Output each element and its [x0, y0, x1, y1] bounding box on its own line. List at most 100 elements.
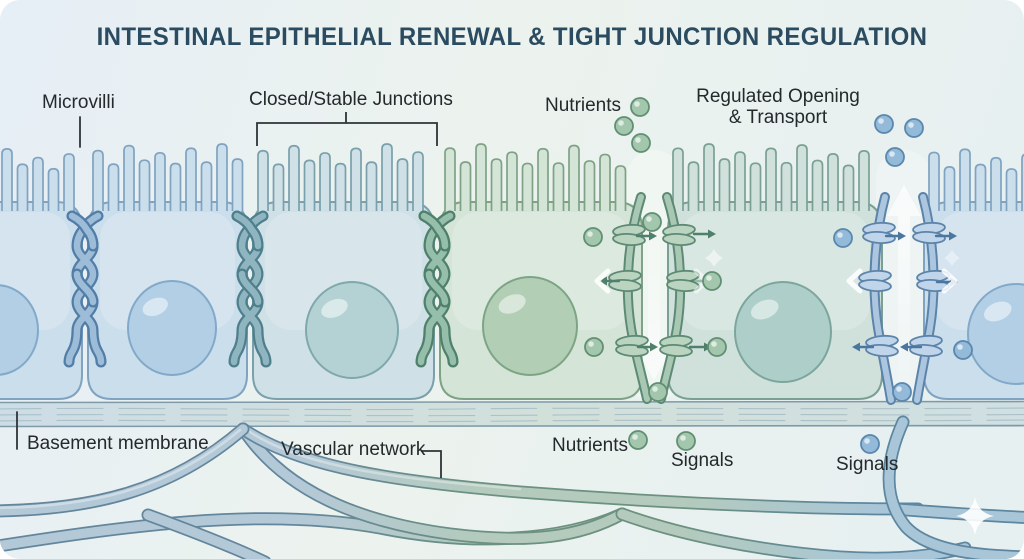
microvillus — [334, 162, 347, 211]
microvillus — [749, 162, 762, 211]
nucleus-highlight — [142, 297, 168, 317]
nucleus — [482, 276, 578, 376]
microvillus — [734, 151, 746, 211]
microvillus — [827, 153, 839, 211]
microvillus — [32, 156, 44, 211]
vessel-highlight — [248, 430, 522, 491]
microvillus — [1005, 168, 1018, 211]
microvillus — [796, 144, 808, 211]
microvilli-brush — [672, 143, 870, 211]
junction-knot — [659, 334, 693, 357]
molecule-dot — [904, 118, 924, 138]
transport-arrow — [636, 342, 658, 352]
label-regulated-line1: Regulated Opening — [696, 86, 860, 107]
transport-arrow — [934, 231, 957, 241]
nucleus-highlight — [498, 294, 526, 314]
microvillus — [568, 144, 580, 211]
microvillus — [92, 149, 104, 211]
microvillus — [583, 160, 596, 211]
microvillus — [780, 161, 793, 211]
microvillus — [614, 165, 627, 211]
transport-arrow — [884, 231, 906, 241]
cell-highlight — [680, 212, 870, 330]
microvillus — [138, 159, 151, 211]
microvilli-brush — [257, 143, 424, 211]
label-signals-left: Signals — [671, 450, 734, 471]
microvillus — [123, 144, 135, 211]
microvillus — [169, 162, 182, 211]
label-regulated-opening: Regulated Opening & Transport — [683, 86, 873, 128]
label-closed-junctions: Closed/Stable Junctions — [249, 89, 453, 110]
junction-knot — [858, 269, 892, 292]
molecule-dot — [874, 114, 894, 134]
glint-chevron — [941, 268, 958, 294]
microvillus — [459, 161, 472, 211]
junction-knot — [912, 221, 946, 244]
microvillus — [396, 158, 409, 211]
tight-junction-braid — [63, 210, 107, 368]
molecule-dot — [885, 147, 905, 167]
microvillus — [444, 147, 456, 211]
epithelial-cell — [0, 148, 83, 400]
microvillus — [412, 151, 424, 211]
sparkle — [705, 249, 723, 267]
microvillus — [381, 143, 393, 211]
nutrient-dot — [628, 430, 648, 450]
label-basement-membrane: Basement membrane — [27, 433, 209, 454]
glint-chevron — [594, 268, 611, 294]
nucleus-highlight — [750, 299, 779, 320]
signal-dot — [676, 431, 696, 451]
microvillus — [490, 158, 503, 211]
microvillus — [475, 143, 487, 211]
label-microvilli: Microvilli — [42, 92, 115, 113]
microvillus — [1, 148, 13, 211]
label-signals-right: Signals — [836, 454, 899, 475]
nutrient-dot — [702, 271, 722, 291]
microvillus — [928, 151, 940, 211]
vascular-network — [0, 415, 1024, 559]
nutrient-dot — [583, 227, 603, 247]
epithelial-cell — [923, 148, 1024, 400]
vessel-right — [888, 502, 1024, 524]
microvillus — [703, 143, 715, 211]
microvillus — [63, 153, 75, 211]
glint-chevron — [846, 268, 863, 294]
nutrient-dot — [642, 212, 662, 232]
molecule-dot — [892, 382, 912, 402]
microvilli-brush — [928, 148, 1024, 211]
epithelial-cell — [252, 143, 435, 400]
microvillus — [185, 147, 197, 211]
nutrient-dot — [648, 382, 668, 402]
microvillus — [288, 144, 300, 211]
microvillus — [257, 149, 269, 211]
label-nutrients-bottom: Nutrients — [552, 435, 629, 456]
microvillus — [959, 148, 971, 211]
epithelial-cell — [667, 143, 883, 400]
label-vascular-network: Vascular network — [281, 439, 426, 460]
molecule-dot — [833, 228, 853, 248]
microvillus — [154, 151, 166, 211]
nutrient-dot — [614, 116, 634, 136]
basement-membrane-band — [0, 400, 1024, 428]
transport-arrow — [900, 342, 923, 352]
junction-knot — [662, 223, 696, 246]
molecule-dot — [953, 340, 973, 360]
nutrient-dot — [707, 337, 727, 357]
microvillus — [990, 156, 1002, 211]
signal-dot — [860, 434, 880, 454]
transport-arrow — [635, 231, 657, 241]
microvillus — [974, 163, 987, 211]
microvillus — [16, 163, 29, 211]
junction-knot — [862, 221, 896, 244]
microvillus — [200, 161, 213, 211]
microvilli-brush — [1, 148, 75, 211]
microvilli-brush — [444, 143, 627, 211]
nucleus — [127, 280, 217, 376]
nucleus-highlight — [983, 301, 1012, 322]
vessel-main — [236, 422, 925, 516]
vascular-network-connector — [421, 450, 442, 478]
microvillus — [943, 166, 956, 211]
microvillus — [521, 162, 534, 211]
vessel-highlight — [0, 428, 242, 510]
